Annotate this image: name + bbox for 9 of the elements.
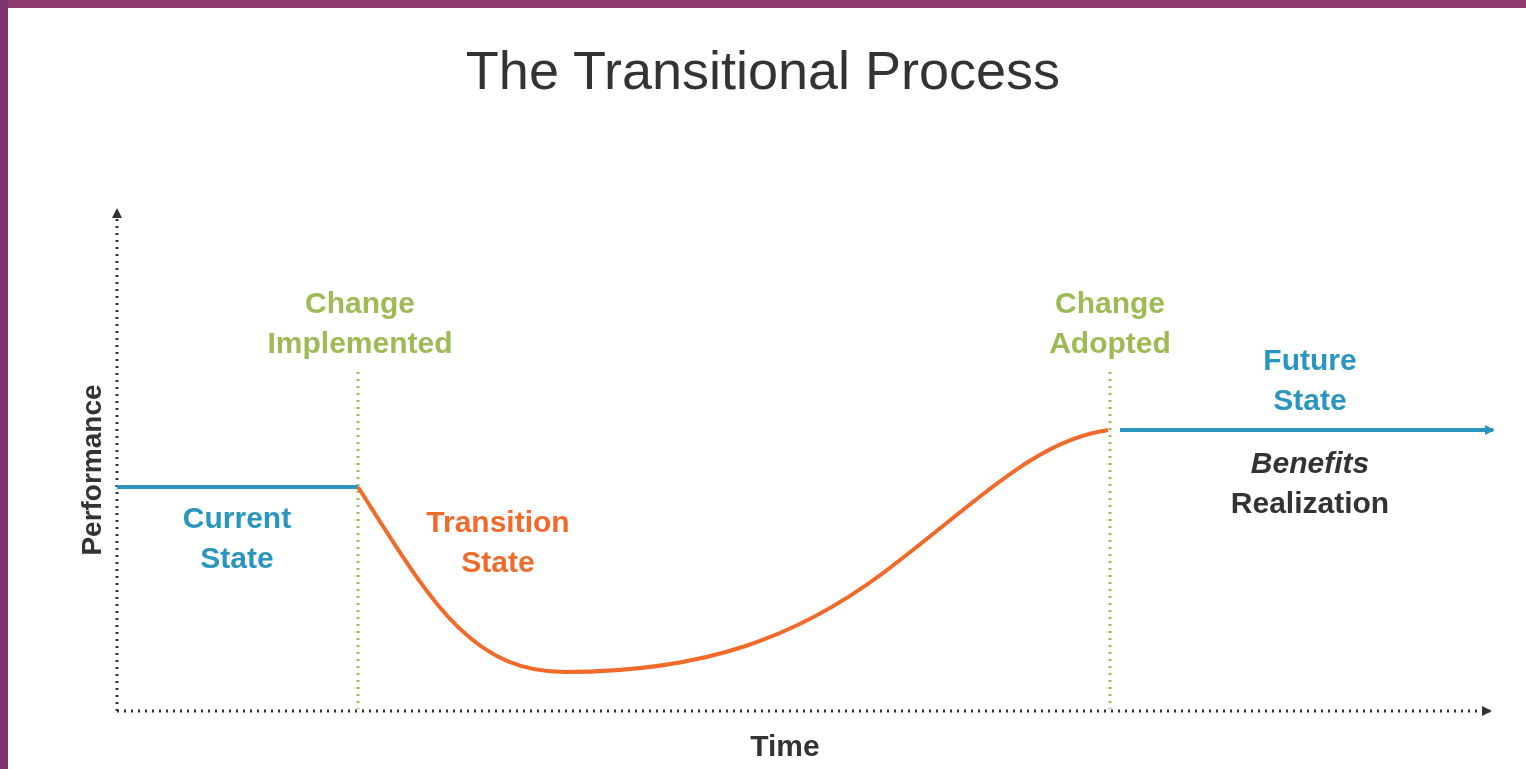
phase-note: Benefits Realization	[1229, 445, 1391, 521]
milestone-label: Change Adopted	[1048, 285, 1172, 361]
phase-label: Future State	[1262, 342, 1358, 418]
phase-label: Transition State	[425, 504, 571, 580]
axis-label: Performance	[75, 383, 108, 558]
title: The Transitional Process	[464, 39, 1062, 102]
axis-label: Time	[749, 728, 821, 764]
milestone-label: Change Implemented	[266, 285, 454, 361]
phase-label: Current State	[181, 500, 293, 576]
